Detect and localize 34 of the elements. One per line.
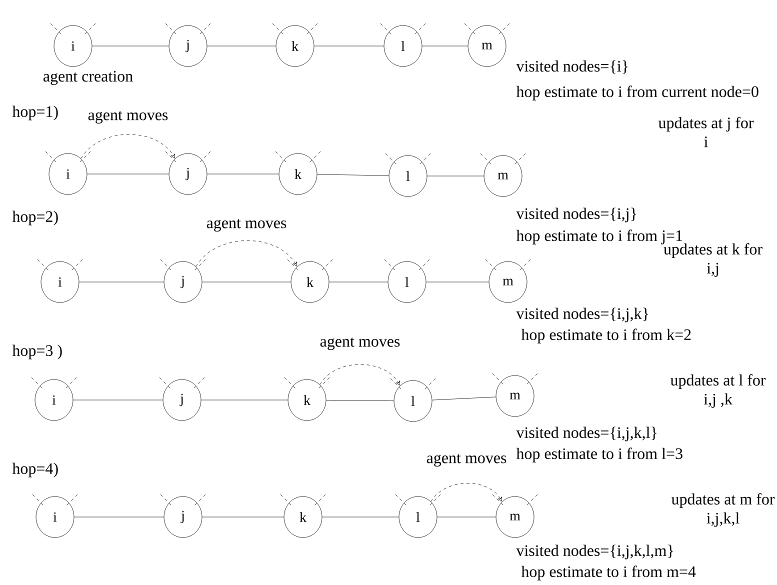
- edge-label: agent moves: [88, 111, 168, 124]
- connector-line: [74, 516, 164, 518]
- note-text: updates at k for i,j: [664, 243, 762, 277]
- note-text: visited nodes={i}: [516, 60, 628, 74]
- note-text: updates at m for i,j,k,l: [671, 493, 775, 527]
- note-text: visited nodes={i,j}: [516, 208, 636, 222]
- note-text: hop estimate to i from m=4: [521, 566, 696, 580]
- connector-line: [326, 400, 394, 402]
- connector-line: [317, 174, 389, 176]
- note-text: hop estimate to i from current node=0: [516, 86, 758, 100]
- note-text: hop estimate to i from j=1: [516, 230, 682, 244]
- dashed-arrow: [80, 134, 176, 159]
- edge-label: agent moves: [320, 338, 400, 350]
- note-text: hop estimate to i from k=2: [521, 328, 691, 344]
- note-text: visited nodes={i,j,k,l}: [516, 426, 656, 442]
- dashed-arrow: [196, 240, 298, 267]
- note-text: hop estimate to i from l=3: [516, 448, 682, 462]
- node-caption: agent creation: [43, 70, 133, 85]
- connector-line: [432, 396, 496, 400]
- note-text: hop=3 ): [12, 344, 62, 360]
- connector-line: [202, 516, 284, 518]
- note-text: updates at l for i,j ,k: [670, 374, 766, 408]
- note-text: hop=4): [12, 462, 58, 478]
- edge-label: agent moves: [206, 219, 286, 232]
- connector-line: [437, 516, 496, 518]
- note-text: hop=1): [12, 106, 58, 120]
- dashed-arrow: [320, 364, 400, 386]
- connector-line: [322, 516, 399, 518]
- note-text: visited nodes={i,j,k}: [516, 308, 648, 322]
- dashed-arrow: [430, 483, 502, 502]
- note-text: updates at j for i: [658, 116, 754, 148]
- note-text: hop=2): [12, 210, 58, 226]
- note-text: visited nodes={i,j,k,l,m}: [516, 544, 673, 560]
- edge-label: agent moves: [426, 454, 506, 467]
